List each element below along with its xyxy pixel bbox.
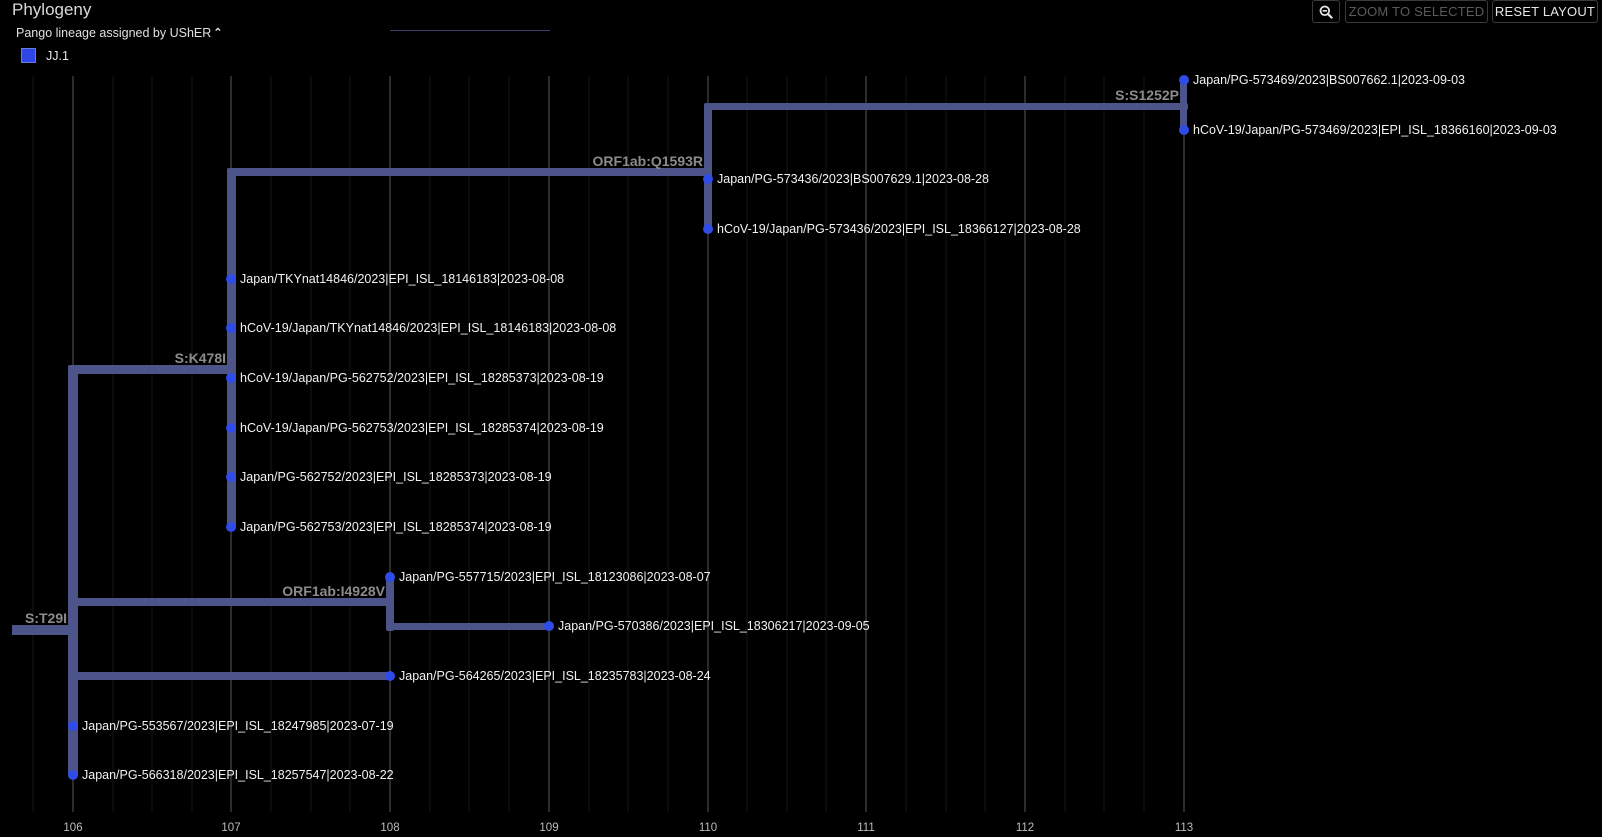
legend-swatch [21,48,36,63]
tick-106: 106 [63,822,82,834]
leaf-label[interactable]: Japan/PG-564265/2023|EPI_ISL_18235783|20… [399,669,711,683]
branch-to-108-leaf [68,672,390,680]
leaf-node[interactable]: hCoV-19/Japan/TKYnat14846/2023|EPI_ISL_1… [226,321,616,335]
leaf-node[interactable]: Japan/PG-562753/2023|EPI_ISL_18285374|20… [226,520,552,534]
leaves[interactable]: Japan/PG-573469/2023|BS007662.1|2023-09-… [68,73,1557,782]
leaf-label[interactable]: Japan/PG-562753/2023|EPI_ISL_18285374|20… [240,520,552,534]
legend-item-label: JJ.1 [46,48,69,63]
legend-toggle[interactable]: Pango lineage assigned by UShER ⌃ [16,26,223,40]
horizontal-scrollbar[interactable] [390,30,550,31]
branch-s-s1252p [704,103,1188,110]
leaf-node[interactable]: Japan/PG-573469/2023|BS007662.1|2023-09-… [1179,73,1465,87]
leaf-label[interactable]: hCoV-19/Japan/PG-562752/2023|EPI_ISL_182… [240,371,604,385]
branch-orf1ab-q1593r [227,168,712,176]
x-axis: 106 107 108 109 110 111 112 113 [63,822,1193,834]
branch-trunk-106 [68,365,78,777]
leaf-node[interactable]: Japan/PG-562752/2023|EPI_ISL_18285373|20… [226,470,552,484]
leaf-label[interactable]: hCoV-19/Japan/PG-562753/2023|EPI_ISL_182… [240,421,604,435]
tick-112: 112 [1016,822,1034,834]
mutation-label: ORF1ab:I4928V [282,583,385,599]
mutation-label: S:K478I [175,350,226,366]
leaf-label[interactable]: Japan/PG-566318/2023|EPI_ISL_18257547|20… [82,768,394,782]
leaf-label[interactable]: Japan/PG-557715/2023|EPI_ISL_18123086|20… [399,570,711,584]
leaf-label[interactable]: Japan/PG-562752/2023|EPI_ISL_18285373|20… [240,470,552,484]
leaf-label[interactable]: Japan/PG-573469/2023|BS007662.1|2023-09-… [1193,73,1465,87]
leaf-node[interactable]: hCoV-19/Japan/PG-573436/2023|EPI_ISL_183… [703,222,1081,236]
leaf-node[interactable]: Japan/PG-573436/2023|BS007629.1|2023-08-… [703,172,989,186]
zoom-out-icon [1319,5,1333,19]
tick-111: 111 [857,822,874,834]
tick-108: 108 [380,822,399,834]
branch-s-k478i [68,365,236,374]
mutation-labels: S:T29I S:K478I ORF1ab:Q1593R S:S1252P OR… [25,87,1179,626]
leaf-label[interactable]: Japan/TKYnat14846/2023|EPI_ISL_18146183|… [240,272,564,286]
zoom-out-button[interactable] [1312,0,1340,23]
tick-110: 110 [699,822,717,834]
tick-113: 113 [1175,822,1193,834]
leaf-node[interactable]: hCoV-19/Japan/PG-562753/2023|EPI_ISL_182… [226,421,604,435]
leaf-label[interactable]: Japan/PG-573436/2023|BS007629.1|2023-08-… [717,172,989,186]
branch-to-109 [386,623,549,630]
leaf-node[interactable]: Japan/PG-564265/2023|EPI_ISL_18235783|20… [385,669,711,683]
leaf-node[interactable]: Japan/PG-566318/2023|EPI_ISL_18257547|20… [68,768,394,782]
branch-root [12,625,78,635]
branches [12,79,1188,777]
branch-vertical-107 [227,168,236,529]
tick-107: 107 [221,822,240,834]
leaf-node[interactable]: Japan/PG-570386/2023|EPI_ISL_18306217|20… [544,619,870,633]
branch-vertical-110 [704,103,712,230]
leaf-node[interactable]: Japan/PG-557715/2023|EPI_ISL_18123086|20… [385,570,711,584]
legend-item-jj1[interactable]: JJ.1 [21,48,69,63]
branch-orf1ab-i4928v [68,598,393,606]
grid [32,76,1185,812]
mutation-label: S:S1252P [1115,87,1179,103]
panel-title: Phylogeny [12,0,92,19]
chevron-up-icon: ⌃ [213,26,223,39]
branch-vertical-108 [386,577,394,631]
leaf-label[interactable]: Japan/PG-553567/2023|EPI_ISL_18247985|20… [82,719,394,733]
leaf-label[interactable]: hCoV-19/Japan/TKYnat14846/2023|EPI_ISL_1… [240,321,616,335]
zoom-to-selected-button[interactable]: ZOOM TO SELECTED [1345,0,1488,23]
legend-title: Pango lineage assigned by UShER [16,26,212,40]
leaf-node[interactable]: Japan/TKYnat14846/2023|EPI_ISL_18146183|… [226,272,564,286]
leaf-node[interactable]: hCoV-19/Japan/PG-573469/2023|EPI_ISL_183… [1179,123,1557,137]
leaf-label[interactable]: Japan/PG-570386/2023|EPI_ISL_18306217|20… [558,619,870,633]
branch-vertical-113 [1180,79,1187,131]
leaf-label[interactable]: hCoV-19/Japan/PG-573436/2023|EPI_ISL_183… [717,222,1081,236]
leaf-label[interactable]: hCoV-19/Japan/PG-573469/2023|EPI_ISL_183… [1193,123,1557,137]
mutation-label: S:T29I [25,610,67,626]
leaf-node[interactable]: Japan/PG-553567/2023|EPI_ISL_18247985|20… [68,719,394,733]
reset-layout-button[interactable]: RESET LAYOUT [1492,0,1598,23]
leaf-node[interactable]: hCoV-19/Japan/PG-562752/2023|EPI_ISL_182… [226,371,604,385]
mutation-label: ORF1ab:Q1593R [593,153,703,169]
tick-109: 109 [539,822,558,834]
